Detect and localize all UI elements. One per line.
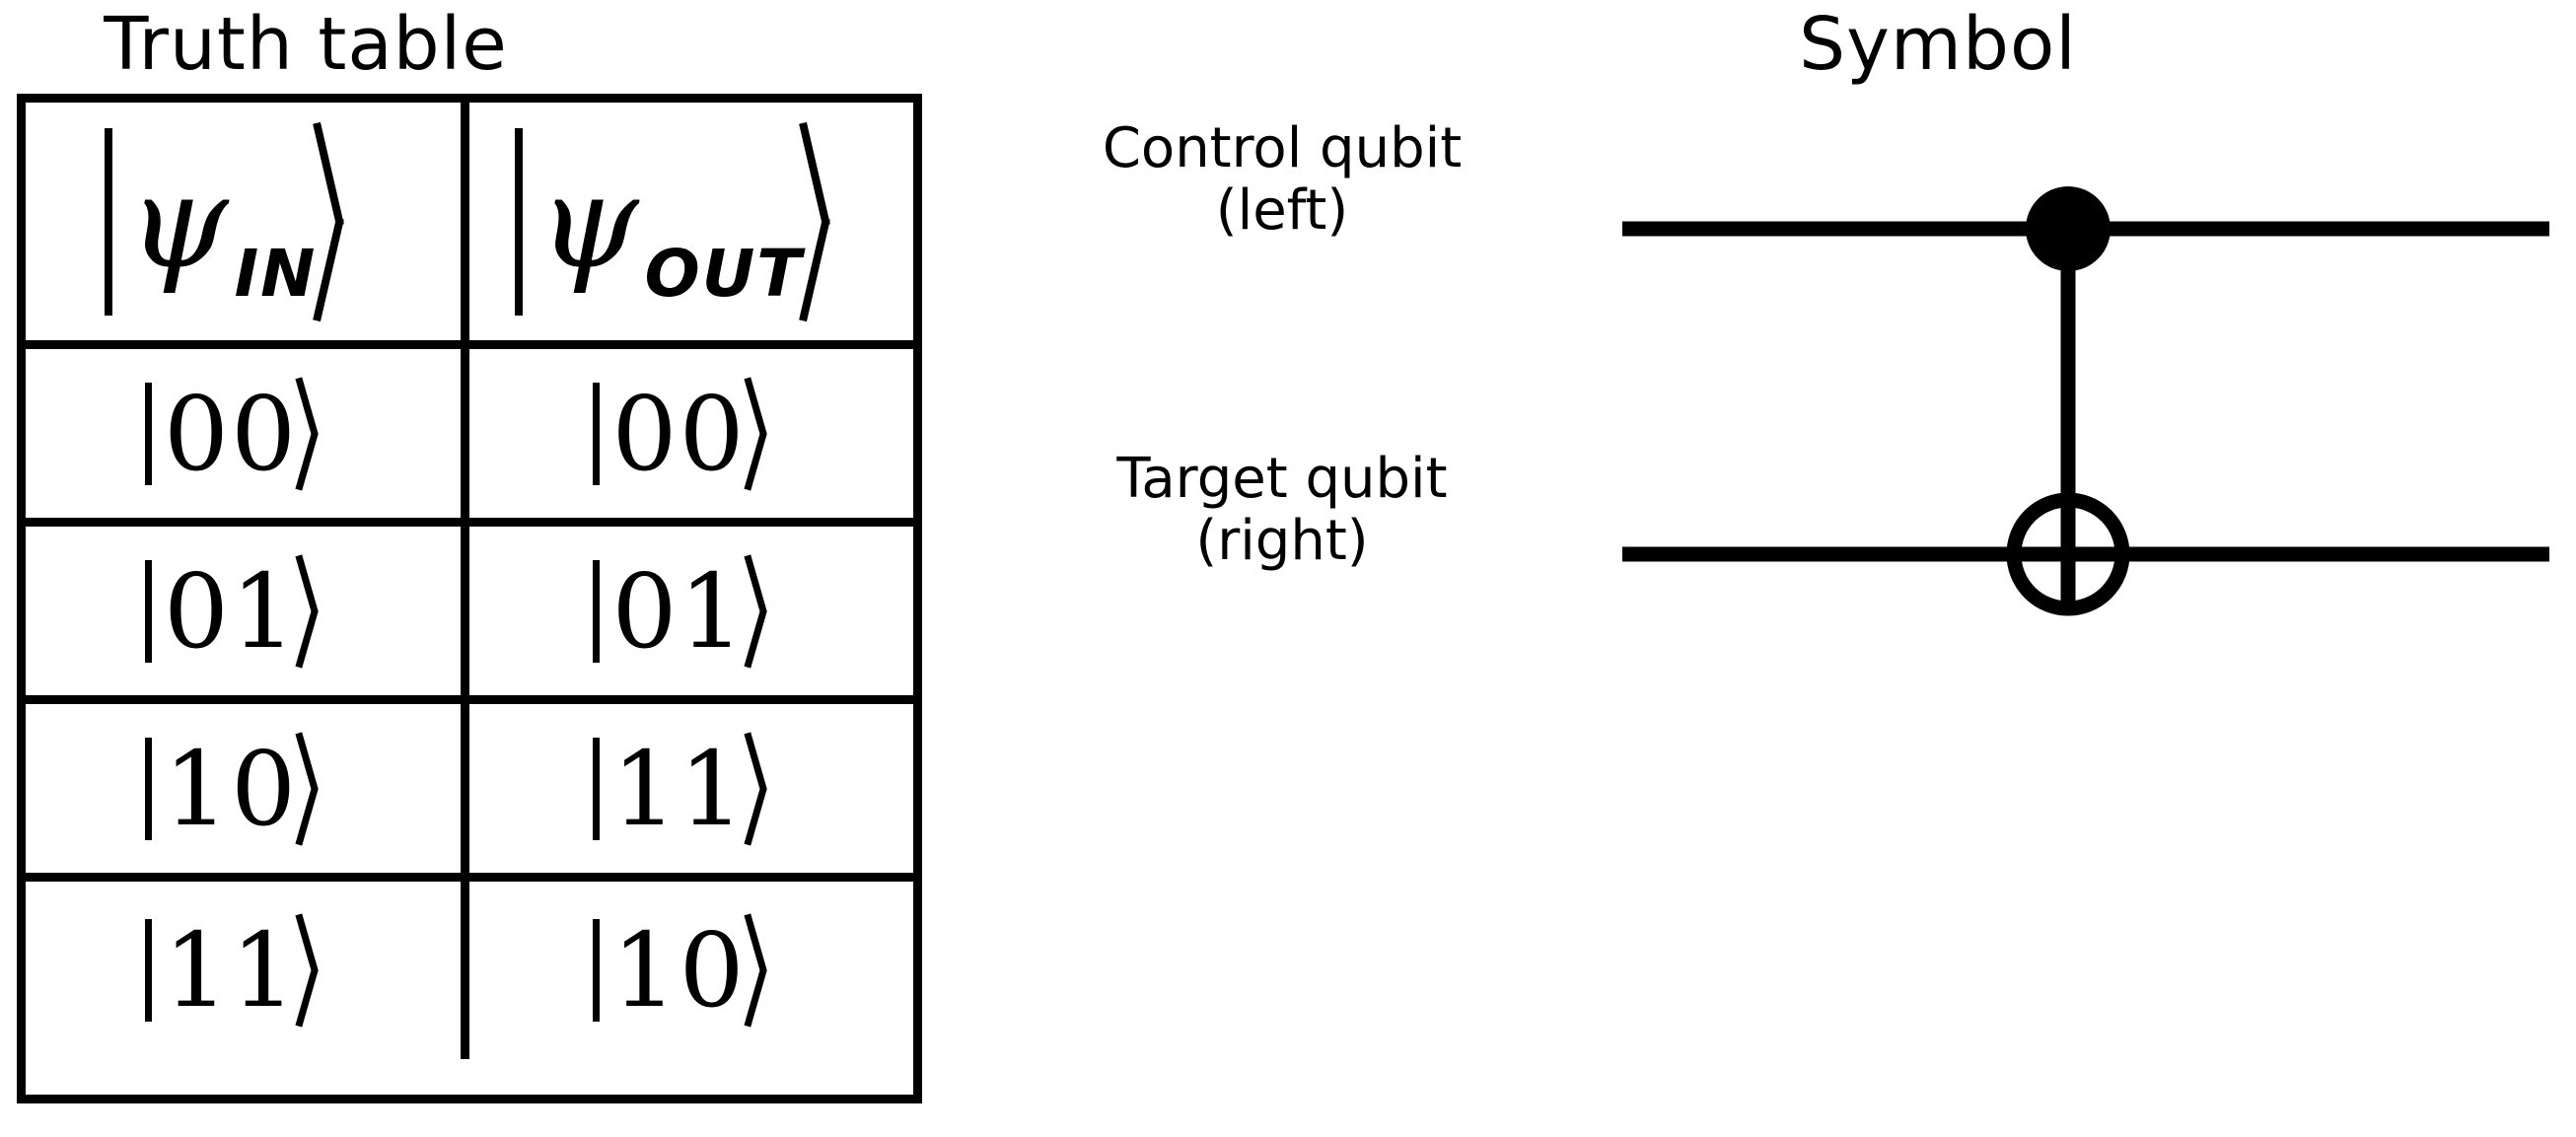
ket-bar-icon [104, 127, 112, 316]
ket-digits: 11 [163, 910, 299, 1030]
ket-bar-icon [144, 559, 152, 663]
ket-bar-icon [144, 382, 152, 485]
target-qubit-label: Target qubit (right) [986, 447, 1578, 573]
ket-value: 01 [144, 550, 341, 672]
truth-table: ψ IN ψ OUT 00 00 [17, 94, 922, 1103]
ket-angle-icon [756, 379, 790, 489]
psi-subscript: OUT [644, 235, 804, 312]
psi-symbol: ψ [537, 146, 639, 297]
psi-symbol: ψ [127, 146, 229, 297]
ket-digits: 01 [611, 550, 747, 672]
ket-value: 00 [144, 373, 341, 494]
ket-bar-icon [514, 127, 523, 316]
table-row: 01 01 [26, 527, 913, 704]
ket-angle-icon [756, 734, 790, 844]
ket-value: 11 [144, 910, 341, 1030]
header-cell-psi-in: ψ IN [26, 103, 469, 340]
control-qubit-label: Control qubit (left) [986, 116, 1578, 243]
table-row: 10 11 [26, 704, 913, 882]
cell-input: 10 [26, 704, 469, 873]
ket-value: 01 [593, 556, 789, 667]
ket-bar-icon [593, 919, 601, 1022]
ket-bar-icon [144, 919, 152, 1022]
truth-table-title: Truth table [104, 2, 508, 87]
ket-angle-icon [756, 556, 790, 667]
cell-output: 11 [469, 704, 913, 873]
ket-angle-icon [308, 556, 341, 667]
ket-value: 10 [144, 728, 341, 849]
table-row: 11 10 [26, 882, 913, 1059]
target-circle-icon [2006, 492, 2130, 616]
cell-input: 11 [26, 882, 469, 1059]
cell-input: 01 [26, 527, 469, 695]
target-qubit-label-line2: (right) [1195, 508, 1369, 573]
table-row: 00 00 [26, 349, 913, 527]
ket-angle-icon [308, 915, 341, 1026]
ket-value: 00 [593, 379, 789, 489]
symbol-diagram: Control qubit (left) Target qubit (right… [986, 94, 2576, 725]
ket-bar-icon [593, 382, 601, 485]
ket-angle-icon [330, 123, 382, 320]
ket-digits: 00 [611, 373, 747, 494]
psi-subscript: IN [234, 235, 318, 312]
ket-angle-icon [308, 379, 341, 489]
ket-digits: 00 [163, 373, 299, 494]
ket-bar-icon [144, 737, 152, 840]
symbol-title: Symbol [1799, 2, 2077, 87]
control-dot-icon [2026, 186, 2111, 271]
control-qubit-label-line2: (left) [1215, 178, 1349, 243]
ket-bar-icon [593, 559, 601, 663]
ket-angle-icon [308, 734, 341, 844]
ket-psi-out: ψ OUT [514, 123, 869, 320]
cell-input: 00 [26, 349, 469, 518]
ket-angle-icon [817, 123, 868, 320]
ket-digits: 11 [611, 728, 747, 849]
ket-bar-icon [593, 737, 601, 840]
target-qubit-label-line1: Target qubit [1116, 447, 1448, 511]
ket-digits: 10 [163, 728, 299, 849]
ket-value: 10 [593, 915, 789, 1026]
cell-output: 10 [469, 882, 913, 1059]
ket-value: 11 [593, 734, 789, 844]
control-qubit-label-line1: Control qubit [1102, 116, 1463, 180]
cell-output: 00 [469, 349, 913, 518]
header-cell-psi-out: ψ OUT [469, 103, 913, 340]
cell-output: 01 [469, 527, 913, 695]
ket-angle-icon [756, 915, 790, 1026]
ket-psi-in: ψ IN [104, 123, 383, 320]
ket-digits: 10 [611, 910, 747, 1030]
table-header-row: ψ IN ψ OUT [26, 103, 913, 349]
cnot-circuit-svg [1622, 186, 2549, 616]
ket-digits: 01 [163, 550, 299, 672]
